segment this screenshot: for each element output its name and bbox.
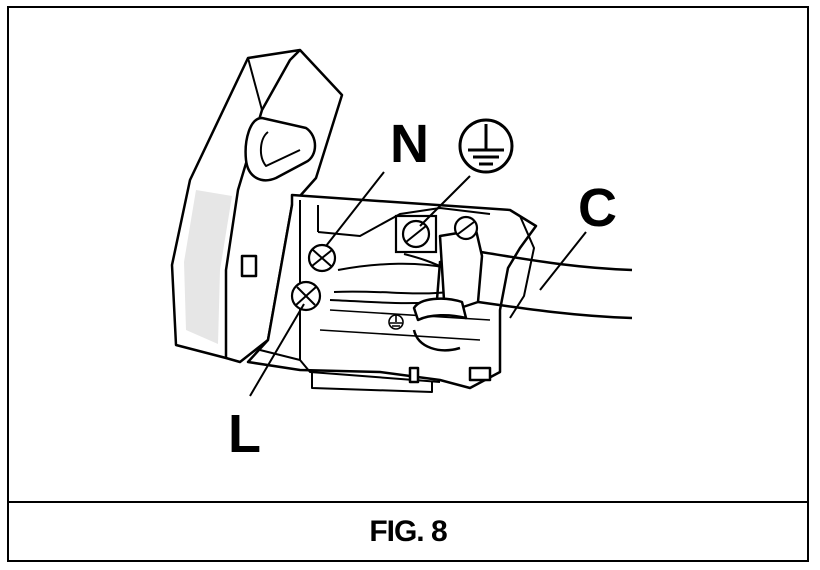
label-cable: C	[578, 178, 617, 238]
terminal-block-diagram: N L C	[170, 48, 633, 464]
figure-caption: FIG. 8	[369, 514, 447, 548]
leader-line-live	[249, 303, 305, 397]
terminal-cover	[170, 48, 344, 364]
earth-ground-icon	[458, 118, 514, 174]
screw-neutral	[307, 243, 337, 273]
label-neutral: N	[390, 114, 429, 174]
figure-frame: FIG. 8	[7, 6, 809, 562]
leader-line-cable	[539, 231, 587, 291]
screw-earth	[394, 214, 438, 254]
cable-clamp	[412, 228, 484, 352]
caption-divider	[9, 501, 807, 503]
screw-clamp	[453, 215, 479, 241]
leader-line-earth	[419, 175, 471, 227]
leader-line-neutral	[325, 171, 385, 247]
label-live: L	[228, 404, 261, 464]
screw-live	[290, 280, 322, 312]
earth-terminal-mark-icon	[388, 314, 404, 330]
